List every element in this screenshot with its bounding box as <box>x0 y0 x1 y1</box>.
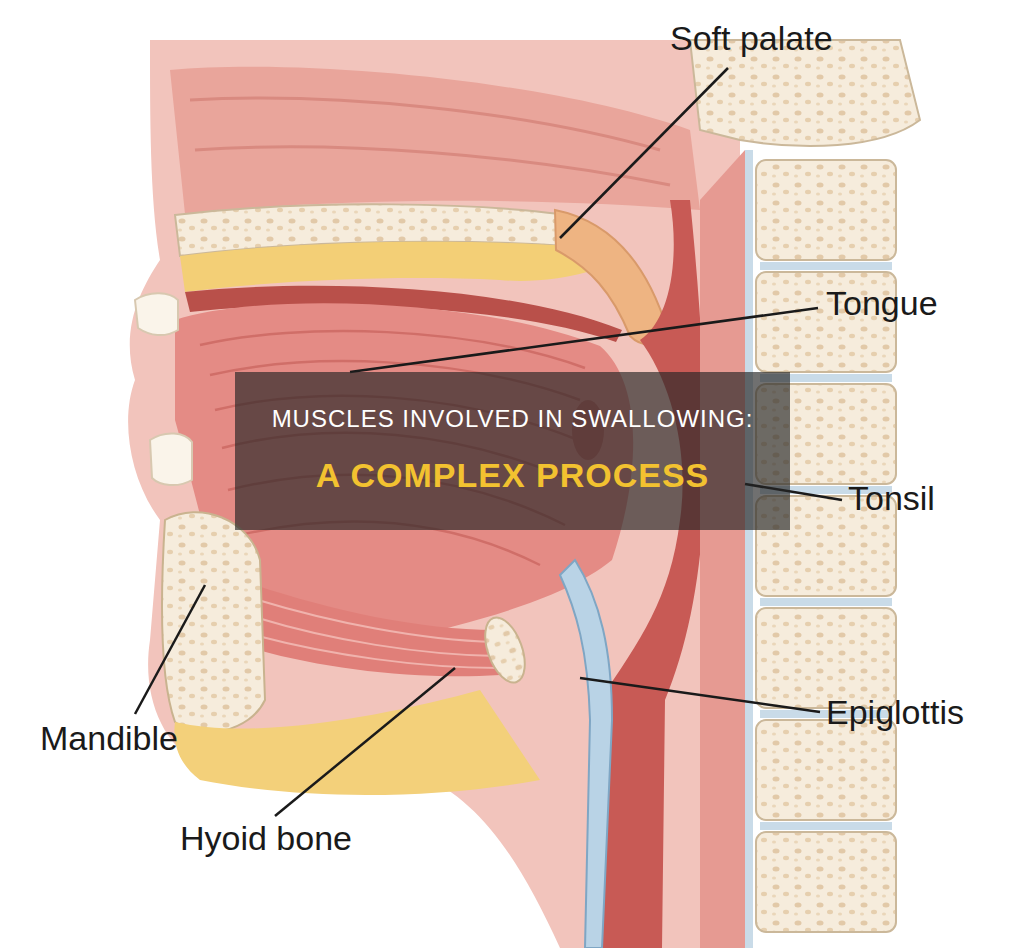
epiglottis-shape <box>560 560 612 948</box>
muscle-band <box>255 585 500 676</box>
part-label: Tongue <box>826 283 938 324</box>
part-label: Tonsil <box>848 478 935 519</box>
part-label: Mandible <box>40 718 178 759</box>
mandible-bone <box>162 512 265 732</box>
teeth-lips <box>135 293 192 485</box>
hyoid-bone-shape <box>477 612 532 688</box>
fat-layer <box>174 690 540 795</box>
spine <box>745 150 896 948</box>
hard-palate <box>175 204 600 292</box>
title-banner <box>235 372 790 530</box>
part-label: Soft palate <box>670 18 833 59</box>
pharynx <box>600 150 745 948</box>
banner-subtitle: A COMPLEX PROCESS <box>235 455 790 496</box>
banner-title: MUSCLES INVOLVED IN SWALLOWING: <box>235 405 790 434</box>
part-label: Hyoid bone <box>180 818 352 859</box>
leader-lines <box>135 68 842 816</box>
part-label: Epiglottis <box>826 692 964 733</box>
